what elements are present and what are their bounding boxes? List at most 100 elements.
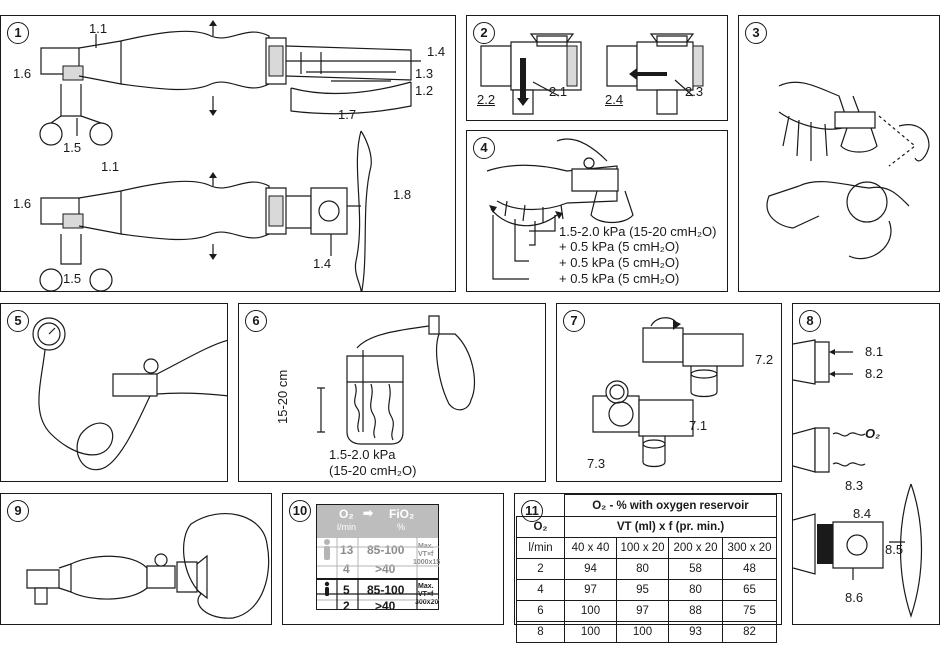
- panel-5: 5: [0, 303, 228, 482]
- value-cell: 97: [616, 600, 669, 622]
- panel-9: 9: [0, 493, 272, 625]
- label-8-4: 8.4: [853, 506, 872, 521]
- label-1-5-bottom: 1.5: [63, 271, 82, 286]
- panel-number: 4: [473, 137, 495, 159]
- oxygen-reservoir-table: O₂ - % with oxygen reservoir O₂ VT (ml) …: [516, 494, 777, 643]
- infant-ventilation-illustration: [739, 16, 940, 292]
- pressure-label-cmh2o: (15-20 cmH₂O): [329, 463, 417, 478]
- panel-number: 6: [245, 310, 267, 332]
- label-1-4-bottom: 1.4: [313, 256, 332, 271]
- child-icon: [324, 581, 330, 596]
- value-cell: 95: [616, 579, 669, 601]
- value-cell: 100: [564, 600, 617, 622]
- label-7-1: 7.1: [689, 418, 708, 433]
- table-row: 6 100 97 88 75: [516, 600, 777, 622]
- child-flow-1: 5: [343, 583, 350, 597]
- adult-vf-value: 1000x15: [413, 559, 441, 566]
- child-max-label: Max.: [418, 583, 434, 590]
- panel-number: 8: [799, 310, 821, 332]
- label-8-1: 8.1: [865, 344, 884, 359]
- label-7-3: 7.3: [587, 456, 606, 471]
- value-cell: 100: [616, 621, 669, 643]
- vtf-header: VT (ml) x f (pr. min.): [564, 516, 777, 538]
- unit-lmin: l/min: [337, 522, 357, 532]
- table-row: 2 94 80 58 48: [516, 558, 777, 580]
- table-grid-lines: [283, 494, 504, 625]
- valve-disassembly-illustration: [557, 304, 782, 482]
- value-cell: 65: [722, 579, 777, 601]
- water-column-test-illustration: [239, 304, 546, 482]
- pressure-step-2: + 0.5 kPa (5 cmH₂O): [559, 239, 680, 254]
- panel-4: 4 1.5-2.0 kPa (15-20 cmH₂O) + 0.5 kPa (5…: [466, 130, 728, 292]
- label-7-2: 7.2: [755, 352, 774, 367]
- value-cell: 75: [722, 600, 777, 622]
- table-row: 4 97 95 80 65: [516, 579, 777, 601]
- panel-8: 8 8.1 8.2 O₂ 8.3 8.4 8.5 8.6: [792, 303, 940, 625]
- value-cell: 58: [668, 558, 723, 580]
- pressure-step-4: + 0.5 kPa (5 cmH₂O): [559, 271, 680, 286]
- value-cell: 100: [564, 621, 617, 643]
- label-8-2: 8.2: [865, 366, 884, 381]
- panel-number: 7: [563, 310, 585, 332]
- panel-number: 1: [7, 22, 29, 44]
- value-cell: 80: [616, 558, 669, 580]
- panel-3: 3: [738, 15, 940, 292]
- panel-number: 5: [7, 310, 29, 332]
- label-1-7: 1.7: [338, 107, 357, 122]
- unit-percent: %: [397, 522, 406, 532]
- value-cell: 82: [722, 621, 777, 643]
- oxygen-reservoir-table-wrap: O₂ - % with oxygen reservoir O₂ VT (ml) …: [516, 494, 782, 643]
- o2-header: O₂: [339, 507, 354, 521]
- valve-cross-section-illustration: [467, 16, 728, 121]
- value-cell: 48: [722, 558, 777, 580]
- child-fio2-2: >40: [375, 599, 396, 613]
- valve-7-1: [593, 381, 693, 467]
- label-8-5: 8.5: [885, 542, 904, 557]
- resuscitator-cross-section-illustration: [1, 20, 456, 292]
- height-label: 15-20 cm: [275, 369, 290, 424]
- panel-2: 2 2.1 2.2 2.3 2.4: [466, 15, 728, 121]
- label-2-3: 2.3: [685, 84, 704, 99]
- label-1-4-top: 1.4: [427, 44, 446, 59]
- panel-number: 10: [289, 500, 311, 522]
- hand-squeeze-illustration: [467, 131, 728, 292]
- manometer-test-illustration: [1, 304, 228, 482]
- label-o2: O₂: [865, 426, 881, 441]
- fio2-header: FiO₂: [389, 507, 415, 521]
- oxygen-connection-illustration: [793, 304, 940, 625]
- label-1-2: 1.2: [415, 83, 434, 98]
- pressure-label: 1.5-2.0 kPa: [329, 447, 396, 462]
- unit-cell: l/min: [516, 537, 565, 559]
- value-cell: 94: [564, 558, 617, 580]
- label-1-1-bottom: 1.1: [101, 159, 120, 174]
- label-8-3: 8.3: [845, 478, 864, 493]
- panel-6: 6 15-20 cm 1.5-2.0 kPa (15-20 cmH₂O): [238, 303, 546, 482]
- reservoir-valve: [793, 484, 922, 616]
- col-header: 40 x 40: [564, 537, 617, 559]
- adult-icon: [324, 539, 330, 560]
- flow-cell: 2: [516, 558, 565, 580]
- panel-7: 7 7.2 7.1 7.3: [556, 303, 782, 482]
- label-8-6: 8.6: [845, 590, 864, 605]
- pressure-step-3: + 0.5 kPa (5 cmH₂O): [559, 255, 680, 270]
- panel-number: 3: [745, 22, 767, 44]
- adult-flow-2: 4: [343, 562, 350, 576]
- valve-left: [481, 34, 581, 114]
- valve-7-2: [643, 318, 743, 397]
- flow-cell: 8: [516, 621, 565, 643]
- panel-number: 9: [7, 500, 29, 522]
- label-1-5-top: 1.5: [63, 140, 82, 155]
- intake-valve-1: [793, 340, 853, 384]
- label-1-1-top: 1.1: [89, 21, 108, 36]
- assembled-resuscitator-illustration: [1, 494, 272, 625]
- value-cell: 93: [668, 621, 723, 643]
- value-cell: 97: [564, 579, 617, 601]
- bottom-device: [40, 131, 371, 292]
- top-device: [40, 20, 421, 145]
- col-header: 300 x 20: [722, 537, 777, 559]
- arrow-icon: ➡: [363, 506, 374, 520]
- label-2-2: 2.2: [477, 92, 496, 107]
- label-1-3: 1.3: [415, 66, 434, 81]
- pressure-step-1: 1.5-2.0 kPa (15-20 cmH₂O): [559, 224, 717, 239]
- panel-1: 1: [0, 15, 456, 292]
